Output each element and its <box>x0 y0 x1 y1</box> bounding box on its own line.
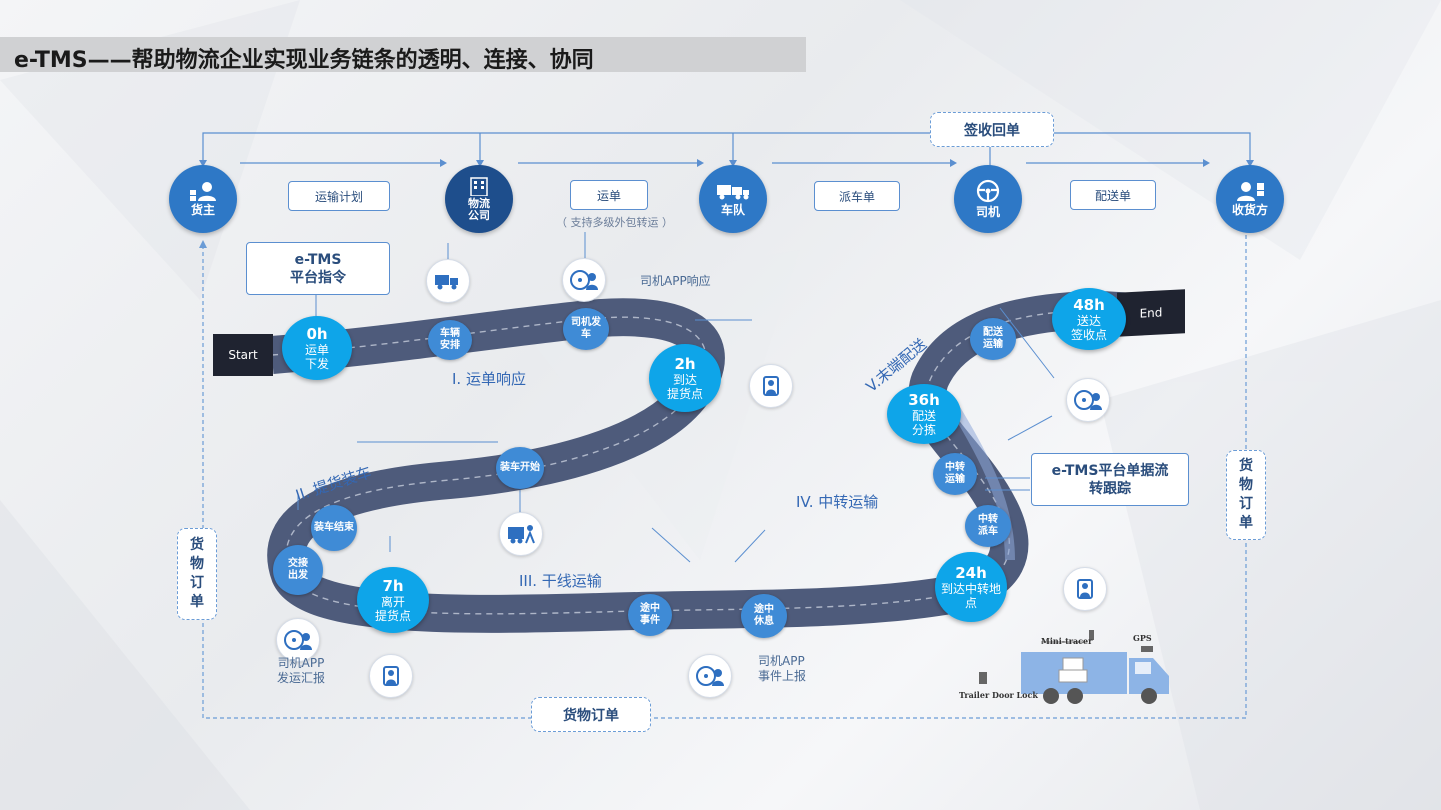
truck-icon <box>426 259 470 303</box>
node-shipper[interactable]: 货主 <box>169 165 237 233</box>
phase-1-label: I. 运单响应 <box>452 370 526 388</box>
title-bar: e-TMS——帮助物流企业实现业务链条的透明、连接、协同 <box>0 37 806 73</box>
step-transfer-transport[interactable]: 中转运输 <box>933 453 977 495</box>
driver-app-icon-right <box>1066 378 1110 422</box>
node-receiver[interactable]: 收货方 <box>1216 165 1284 233</box>
cargo-order-bottom: 货物订单 <box>531 697 651 732</box>
phase-3-label: III. 干线运输 <box>519 572 602 590</box>
loading-worker-icon <box>749 364 793 408</box>
cargo-order-right: 货物订单 <box>1226 450 1266 540</box>
node-logistics-company[interactable]: 物流 公司 <box>445 165 513 233</box>
user-group-icon <box>190 182 216 201</box>
step-delivery-transport[interactable]: 配送运输 <box>970 318 1016 360</box>
step-loading-end[interactable]: 装车结束 <box>311 505 357 551</box>
step-handover-departure[interactable]: 交接出发 <box>273 545 323 595</box>
platform-command-box: e-TMS 平台指令 <box>246 242 390 295</box>
receipt-box: 签收回单 <box>930 112 1054 147</box>
end-flag: End <box>1117 289 1185 337</box>
waybill-note: （ 支持多级外包转运 ） <box>556 216 673 229</box>
top-flow-lines <box>202 132 1251 168</box>
step-loading-start[interactable]: 装车开始 <box>496 447 544 489</box>
start-flag: Start <box>213 334 273 376</box>
arrow-heads <box>199 159 1254 167</box>
cargo-order-left: 货物订单 <box>177 528 217 620</box>
building-icon <box>470 177 488 196</box>
driver-app-response-label: 司机APP响应 <box>640 274 711 288</box>
truck-fleet-icon <box>717 185 749 200</box>
leader-lines <box>297 232 1055 563</box>
step-en-route-rest[interactable]: 途中休息 <box>741 594 787 638</box>
node-fleet[interactable]: 车队 <box>699 165 767 233</box>
step-vehicle-arrangement[interactable]: 车辆安排 <box>428 320 472 360</box>
driver-app-icon <box>562 258 606 302</box>
flow-box-waybill: 运单 <box>570 180 648 210</box>
node-driver[interactable]: 司机 <box>954 165 1022 233</box>
step-en-route-event[interactable]: 途中事件 <box>628 594 672 636</box>
worker-icon-bottom <box>369 654 413 698</box>
flow-box-delivery: 配送单 <box>1070 180 1156 210</box>
flow-box-transport-plan: 运输计划 <box>288 181 390 211</box>
driver-report-icon <box>276 618 320 662</box>
step-driver-departure[interactable]: 司机发车 <box>563 308 609 350</box>
loading-truck-icon <box>499 512 543 556</box>
road-center-line <box>271 309 1131 615</box>
phase-4-label: IV. 中转运输 <box>796 493 879 511</box>
page-title: e-TMS——帮助物流企业实现业务链条的透明、连接、协同 <box>14 48 594 73</box>
flow-box-dispatch: 派车单 <box>814 181 900 211</box>
steering-wheel-icon <box>976 179 1000 203</box>
worker-icon-right <box>1063 567 1107 611</box>
driver-event-icon <box>688 654 732 698</box>
step-transfer-dispatch[interactable]: 中转派车 <box>965 505 1011 547</box>
tracking-box: e-TMS平台单据流 转跟踪 <box>1031 453 1189 506</box>
truck-illustration: Mini-tracer GPS Trailer Door Lock <box>955 628 1180 708</box>
receiver-icon <box>1237 182 1264 201</box>
tracked-truck-icon <box>979 630 1169 704</box>
